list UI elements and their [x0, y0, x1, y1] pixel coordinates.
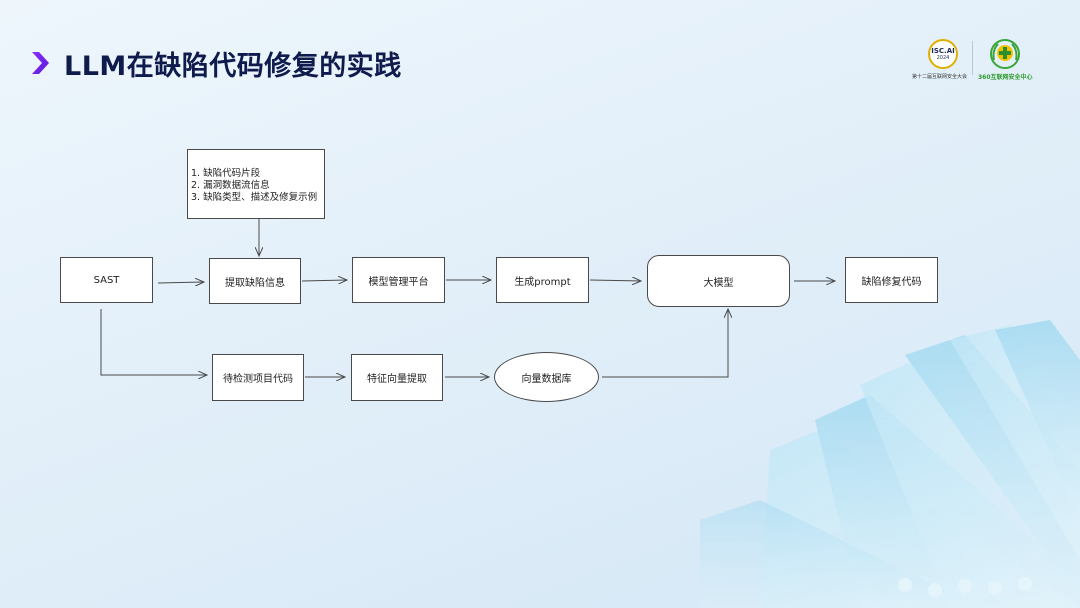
shield-plus-icon [990, 39, 1020, 69]
arrow-sast-to-extract [157, 282, 204, 283]
arrow-extract-to-platform [301, 280, 347, 281]
node-feature-vector: 特征向量提取 [351, 354, 443, 401]
arrow-sast-to-code [100, 309, 207, 375]
node-generate-prompt: 生成prompt [496, 257, 589, 303]
node-code-label: 待检测项目代码 [223, 374, 293, 385]
node-feature-label: 特征向量提取 [367, 374, 427, 385]
arrow-prompt-to-llm [589, 280, 641, 281]
logo-divider [972, 41, 973, 75]
isc-logo: ISC.AI 2024 [928, 39, 958, 69]
node-vectordb-label: 向量数据库 [521, 373, 572, 385]
node-model-platform: 模型管理平台 [352, 257, 445, 303]
arrow-vectordb-to-llm [602, 309, 728, 378]
node-extract-label: 提取缺陷信息 [225, 277, 285, 289]
isc-logo-caption: 第十二届互联网安全大会 [912, 74, 968, 80]
node-llm-label: 大模型 [703, 277, 734, 289]
node-fix-code: 缺陷修复代码 [845, 257, 938, 303]
node-sast: SAST [60, 257, 153, 303]
node-vector-db: 向量数据库 [494, 352, 599, 402]
isc-logo-year: 2024 [936, 55, 950, 61]
center-logo-caption: 360互联网安全中心 [978, 74, 1033, 81]
node-extract-defect-info: 提取缺陷信息 [209, 258, 301, 304]
note-line-3: 3. 缺陷类型、描述及修复示例 [191, 192, 318, 203]
isc-logo-text: ISC.AI [931, 47, 955, 55]
node-platform-label: 模型管理平台 [368, 276, 429, 288]
note-line-2: 2. 漏洞数据流信息 [191, 180, 270, 191]
note-line-1: 1. 缺陷代码片段 [191, 168, 261, 179]
node-fix-label: 缺陷修复代码 [861, 276, 922, 288]
node-project-code: 待检测项目代码 [212, 354, 304, 401]
page-title: LLM在缺陷代码修复的实践 [64, 51, 402, 82]
chevron-right-icon [32, 52, 49, 74]
node-sast-label: SAST [93, 274, 120, 286]
defect-info-note: 1. 缺陷代码片段 2. 漏洞数据流信息 3. 缺陷类型、描述及修复示例 [187, 149, 325, 219]
node-prompt-label: 生成prompt [514, 276, 571, 288]
node-llm: 大模型 [647, 255, 790, 307]
